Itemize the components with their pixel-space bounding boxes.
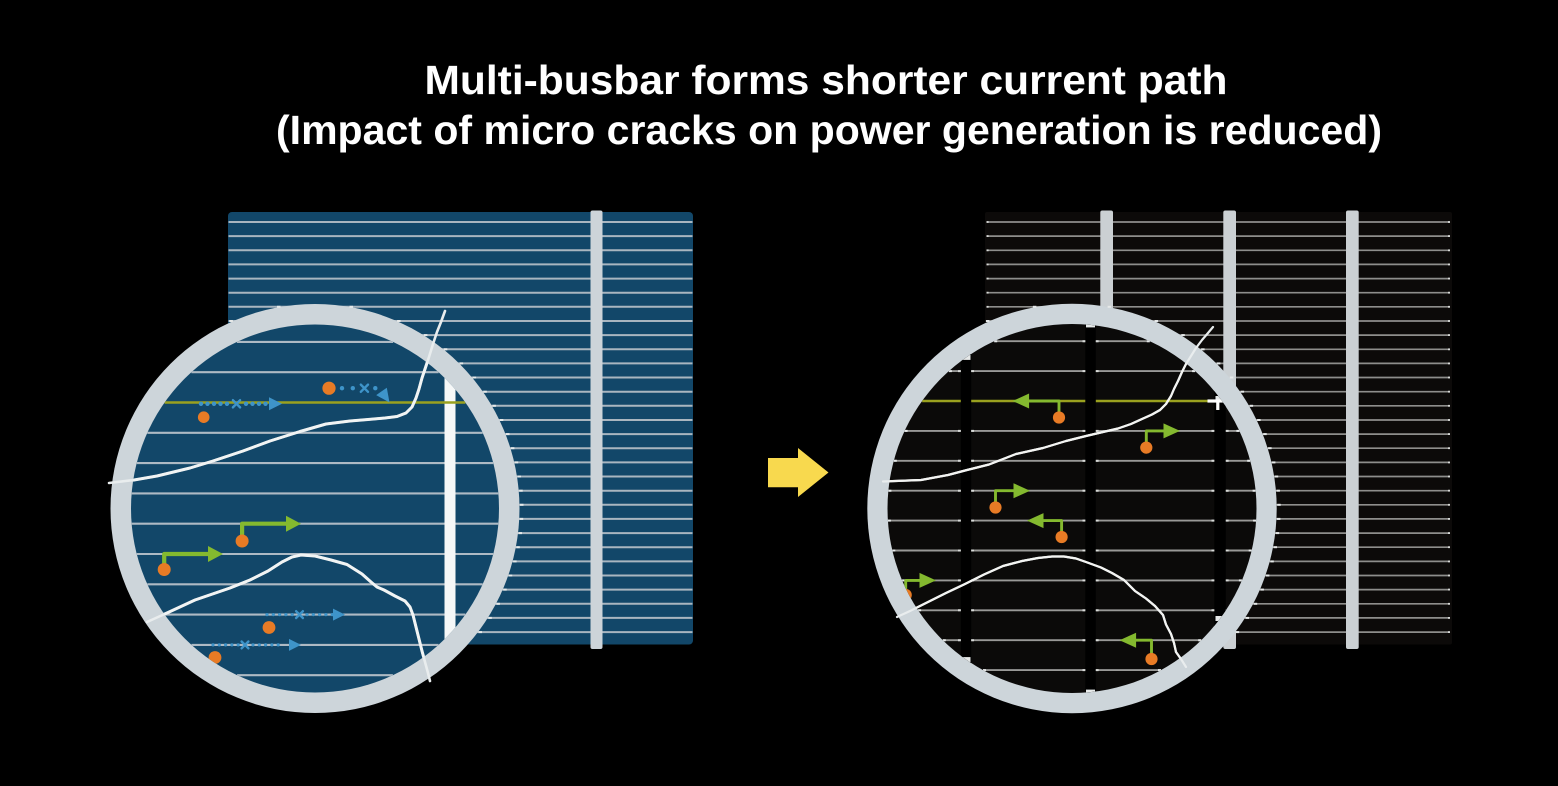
svg-text:(Impact of micro cracks on pow: (Impact of micro cracks on power generat… [276,107,1382,153]
svg-text:Multi-busbar forms shorter cur: Multi-busbar forms shorter current path [425,57,1228,103]
